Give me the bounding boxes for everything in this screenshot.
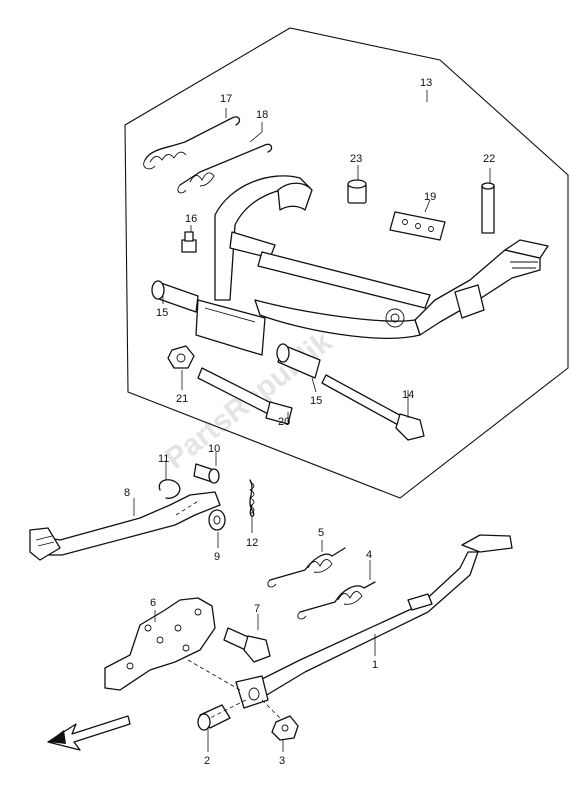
part-label-19: 19	[424, 191, 436, 203]
bolt-2	[197, 704, 231, 731]
part-label-12: 12	[246, 537, 258, 549]
front-direction-arrow	[47, 715, 131, 751]
washer-9	[208, 509, 226, 531]
part-label-22: 22	[483, 153, 495, 165]
part-label-7: 7	[254, 603, 260, 615]
part-label-4: 4	[366, 549, 372, 561]
part-label-3: 3	[279, 755, 285, 767]
part-label-21: 21	[176, 393, 188, 405]
spring-12	[248, 479, 255, 517]
part-label-1: 1	[372, 659, 378, 671]
part-label-2: 2	[204, 755, 210, 767]
spring-18	[177, 143, 273, 194]
pin-22	[481, 182, 495, 234]
bracket-plate-6	[104, 597, 216, 691]
pivot-bolt-10	[193, 463, 220, 484]
side-stand-1	[235, 534, 513, 709]
alignment-line	[261, 699, 283, 721]
nut-3	[271, 715, 299, 741]
spring-4	[297, 581, 376, 620]
part-label-11: 11	[158, 453, 169, 465]
part-label-20: 20	[278, 416, 290, 428]
nut-21	[167, 345, 195, 369]
part-label-13: 13	[420, 77, 432, 89]
bushing-15-upper	[151, 280, 199, 313]
part-label-15-upper: 15	[156, 307, 168, 319]
center-stand	[195, 175, 549, 356]
part-label-16: 16	[185, 213, 197, 225]
part-label-10: 10	[208, 443, 220, 455]
cap-23	[347, 179, 367, 204]
shaft-20	[197, 367, 293, 425]
bolt-16	[181, 231, 197, 253]
stopper-19	[389, 211, 446, 241]
part-label-9: 9	[214, 551, 220, 563]
bushing-15-lower	[276, 343, 321, 379]
circlip-11	[158, 479, 181, 499]
spring-5	[267, 547, 346, 588]
part-label-6: 6	[150, 597, 156, 609]
part-label-15-lower: 15	[310, 395, 322, 407]
assembly-boundary	[124, 27, 569, 499]
bolt-7	[223, 627, 271, 663]
brake-pedal-8	[29, 491, 221, 561]
alignment-line	[175, 499, 201, 516]
part-label-8: 8	[124, 487, 130, 499]
alignment-line	[187, 659, 241, 691]
leader-lines	[133, 90, 491, 752]
part-label-5: 5	[318, 527, 324, 539]
part-label-23: 23	[350, 153, 362, 165]
bolt-14	[321, 374, 425, 441]
spring-17	[143, 116, 241, 170]
part-label-17: 17	[220, 93, 232, 105]
part-label-14: 14	[402, 389, 414, 401]
part-label-18: 18	[256, 109, 268, 121]
